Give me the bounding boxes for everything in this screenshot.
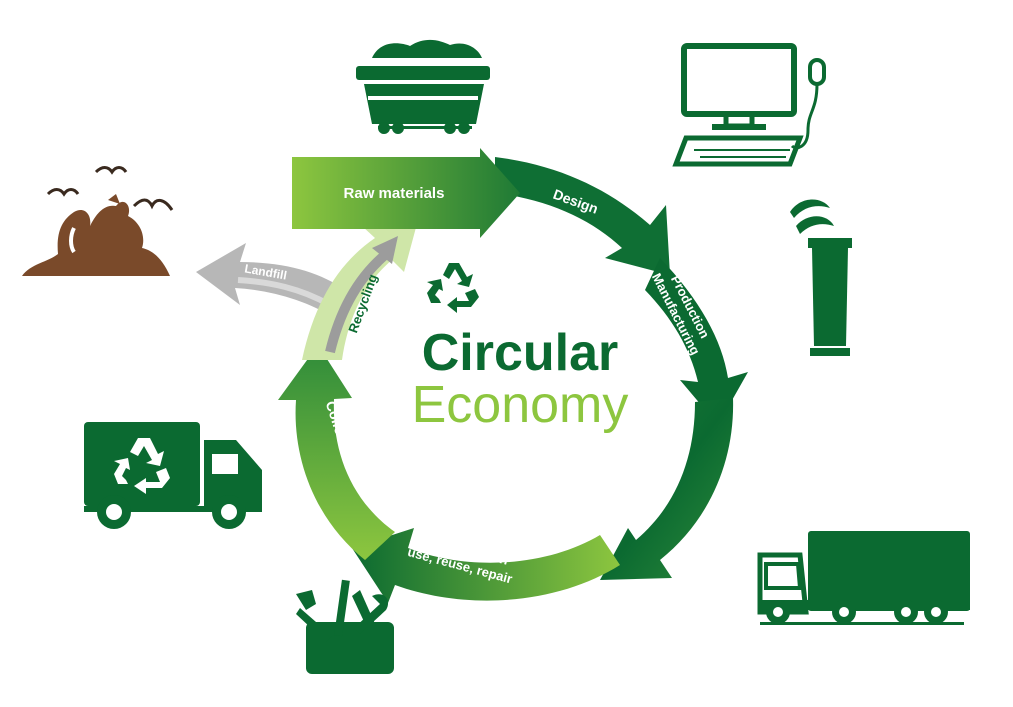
toolbox-icon <box>296 579 394 674</box>
recycling-truck-icon <box>84 422 262 529</box>
factory-chimney-icon <box>790 199 852 356</box>
landfill-icon <box>22 166 174 276</box>
landfill-arrow <box>196 243 345 318</box>
truck-icon <box>757 531 970 625</box>
title-circular: Circular <box>422 324 619 382</box>
label-raw-materials: Raw materials <box>344 185 445 202</box>
mine-cart-icon <box>356 39 490 134</box>
title-economy: Economy <box>412 376 629 434</box>
computer-icon <box>672 43 826 167</box>
recycle-icon <box>427 263 479 313</box>
cycle-ring <box>278 148 748 603</box>
